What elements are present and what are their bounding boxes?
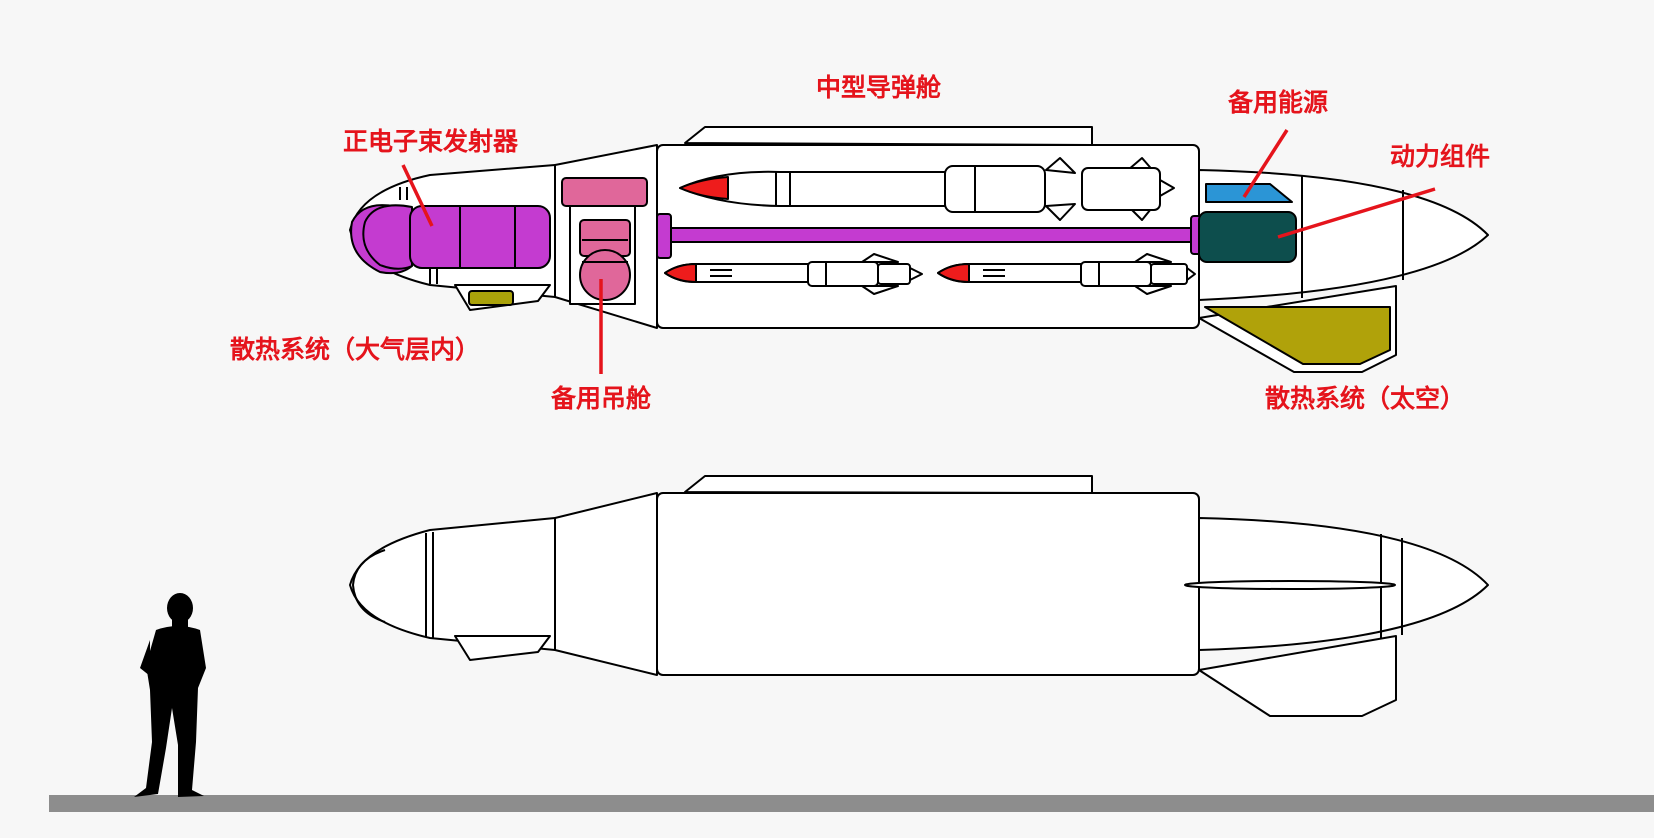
small-missile-left-nose (664, 263, 697, 283)
label-power-assembly: 动力组件 (1390, 142, 1491, 171)
pointer-emitter (401, 164, 434, 227)
label-cooling-atmosphere: 散热系统（大气层内） (230, 335, 481, 364)
large-missile-tail-fin-lower (1045, 203, 1076, 221)
small-missile-right (937, 253, 1196, 295)
emitter-sphere (362, 204, 413, 270)
exterior-view (349, 475, 1489, 717)
cooling-atmosphere-unit (468, 290, 514, 306)
large-missile-exhaust (1159, 179, 1175, 197)
small-missile-right-section (1080, 261, 1152, 287)
exterior-front-taper (554, 492, 658, 676)
small-missile-left-fin-down (861, 285, 899, 295)
exterior-cooling-intake (454, 635, 551, 661)
small-missile-left-fin-up (861, 253, 899, 263)
small-missile-right-fin-up (1134, 253, 1172, 263)
small-missile-left (664, 253, 923, 295)
large-missile (679, 157, 1175, 221)
spare-pod-sphere (579, 249, 631, 301)
cooling-space-unit (1204, 306, 1391, 365)
exterior-side-slot (1184, 580, 1396, 590)
label-missile-bay: 中型导弹舱 (816, 73, 942, 102)
top-fin (684, 126, 1093, 146)
small-missile-left-exhaust (909, 267, 923, 281)
cutaway-view (349, 126, 1489, 373)
exterior-nose-tip (352, 549, 386, 623)
spare-pod-top (561, 177, 648, 207)
large-missile-section (944, 165, 1046, 213)
emitter-body (409, 205, 551, 269)
label-spare-pod: 备用吊舱 (551, 384, 652, 413)
label-cooling-space: 散热系统（太空） (1265, 384, 1466, 413)
label-backup-energy: 备用能源 (1228, 88, 1329, 117)
small-missile-right-nose (937, 263, 970, 283)
pointer-power-unit (1277, 187, 1436, 239)
pointer-backup-energy (1242, 129, 1289, 198)
exterior-top-fin (684, 475, 1093, 494)
exterior-front-nose (349, 517, 556, 651)
ground (49, 795, 1654, 812)
small-missile-left-section (807, 261, 879, 287)
small-missile-right-tail (1150, 263, 1188, 285)
large-missile-nose (679, 176, 729, 200)
beam-conduit (670, 227, 1199, 243)
label-positron-beam-emitter: 正电子束发射器 (343, 127, 519, 156)
backup-energy-cell (1205, 183, 1293, 203)
large-missile-tail (1081, 167, 1161, 211)
human-silhouette-icon (134, 593, 206, 797)
exterior-mid-hull (656, 492, 1200, 676)
exterior-cooling-space-fin (1198, 635, 1397, 717)
small-missile-left-tail (877, 263, 911, 285)
pointer-lines (401, 129, 1436, 374)
beam-conduit-front-cap (656, 213, 672, 259)
small-missile-right-fin-down (1134, 285, 1172, 295)
large-missile-tail-fin-upper (1045, 157, 1076, 174)
power-unit (1198, 211, 1297, 263)
small-missile-right-exhaust (1186, 267, 1196, 281)
